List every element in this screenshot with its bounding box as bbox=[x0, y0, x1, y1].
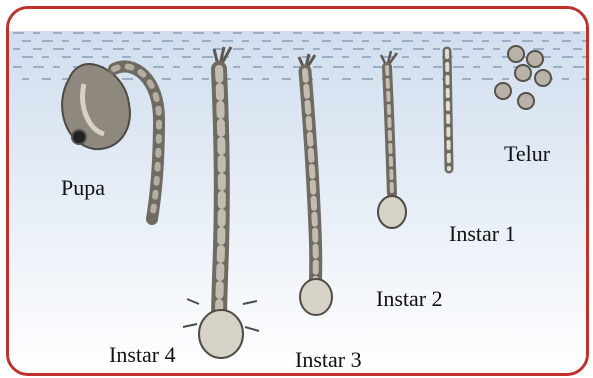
instar1-larva-drawing bbox=[447, 51, 449, 169]
label-telur: Telur bbox=[504, 141, 550, 167]
label-instar2: Instar 2 bbox=[376, 286, 443, 312]
diagram-frame: Pupa Telur Instar 1 Instar 2 Instar 3 In… bbox=[6, 6, 589, 376]
air-above-water bbox=[9, 9, 586, 31]
label-instar4: Instar 4 bbox=[109, 342, 176, 368]
label-pupa: Pupa bbox=[61, 175, 105, 201]
label-instar3: Instar 3 bbox=[295, 347, 362, 373]
label-instar1: Instar 1 bbox=[449, 221, 516, 247]
